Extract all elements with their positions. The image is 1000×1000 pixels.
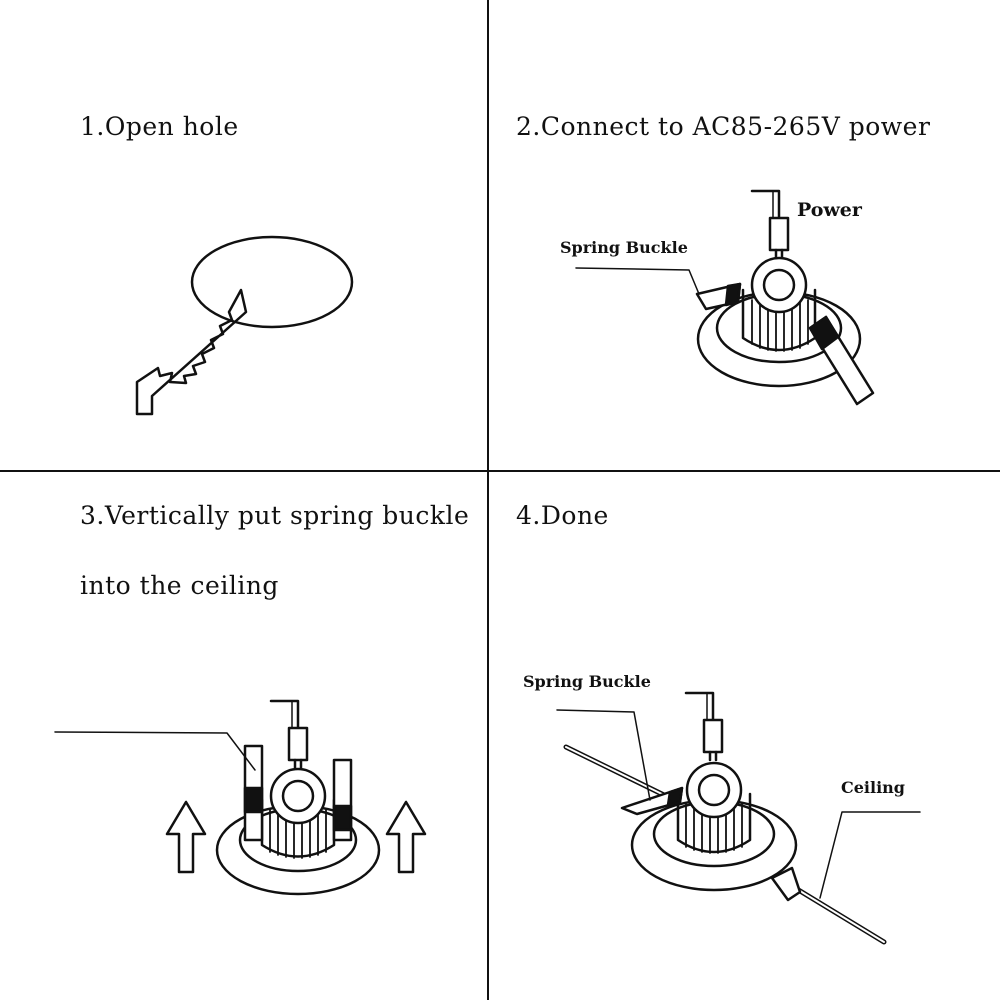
spring-buckle-label-step-4: Spring Buckle (523, 672, 651, 691)
up-arrow-icon (165, 800, 207, 874)
power-connector (768, 216, 790, 252)
saw-icon (135, 288, 248, 416)
lamp-head (750, 256, 808, 314)
lamp-body (741, 288, 817, 352)
spring-buckle-leader (575, 267, 700, 295)
lamp-lens (281, 779, 315, 813)
lamp-body (676, 792, 752, 854)
lamp-head (269, 767, 327, 825)
step-1-illustration (135, 235, 354, 416)
up-arrow-icon (385, 800, 427, 874)
step-4-title: 4.Done (516, 501, 609, 530)
lamp-body (260, 798, 336, 858)
step-4-illustration (556, 691, 921, 945)
power-connector (702, 718, 724, 754)
power-label: Power (797, 199, 862, 221)
hole-outline (190, 235, 354, 329)
power-wire (750, 189, 781, 220)
step-2-illustration (575, 189, 875, 406)
step-3-title-line-1: 3.Vertically put spring buckle (80, 501, 470, 530)
lamp-head (685, 761, 743, 819)
ceiling-leader (819, 811, 921, 899)
power-wire (269, 699, 300, 730)
spring-buckle-leader (556, 709, 651, 801)
step-3-illustration (54, 699, 427, 896)
spring-buckle-label-step-2: Spring Buckle (560, 238, 688, 257)
horizontal-divider (0, 470, 1000, 472)
ceiling-label: Ceiling (841, 778, 905, 797)
power-connector (287, 726, 309, 762)
power-wire (684, 691, 715, 722)
step-1-title: 1.Open hole (80, 112, 239, 141)
spring-buckle-leader (54, 731, 256, 771)
vertical-divider (487, 0, 489, 1000)
step-3-title-line-2: into the ceiling (80, 571, 279, 600)
lamp-lens (762, 268, 796, 302)
step-2-title: 2.Connect to AC85-265V power (516, 112, 931, 141)
spring-buckle-right (770, 866, 802, 902)
lamp-lens (697, 773, 731, 807)
